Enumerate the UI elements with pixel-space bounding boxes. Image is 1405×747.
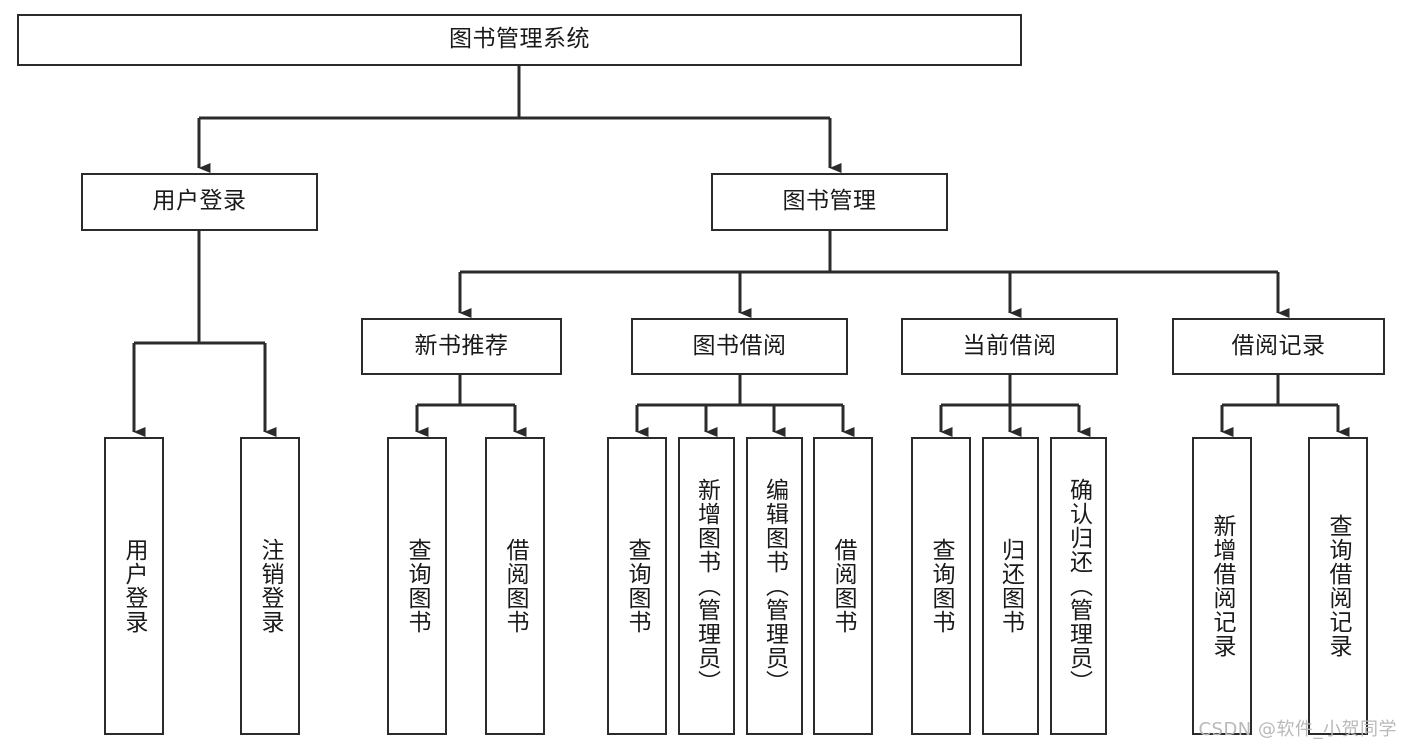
node-leaf-edit-book[interactable]: 编辑图书（管理员） [746,437,803,735]
node-leaf-user-login[interactable]: 用户登录 [104,437,164,735]
node-leaf-add-book[interactable]: 新增图书（管理员） [678,437,735,735]
node-book-borrow-label: 图书借阅 [692,332,787,359]
node-book-manage[interactable]: 图书管理 [711,173,948,231]
node-leaf-query-book-1-label: 查询图书 [404,538,431,634]
node-borrow-record-label: 借阅记录 [1231,332,1326,359]
node-current-borrow[interactable]: 当前借阅 [901,318,1118,375]
node-user-login[interactable]: 用户登录 [81,173,318,231]
node-leaf-borrow-book-1-label: 借阅图书 [502,538,529,634]
node-leaf-query-book-3[interactable]: 查询图书 [911,437,971,735]
node-leaf-add-record[interactable]: 新增借阅记录 [1192,437,1252,735]
node-leaf-query-book-1[interactable]: 查询图书 [387,437,447,735]
node-book-manage-label: 图书管理 [782,188,877,215]
node-leaf-borrow-book-1[interactable]: 借阅图书 [485,437,545,735]
node-leaf-return-book-label: 归还图书 [997,538,1024,634]
node-leaf-query-record[interactable]: 查询借阅记录 [1308,437,1368,735]
node-leaf-return-book[interactable]: 归还图书 [982,437,1039,735]
node-leaf-query-book-2-label: 查询图书 [624,538,651,634]
node-leaf-borrow-book-2-label: 借阅图书 [830,538,857,634]
node-leaf-confirm-return[interactable]: 确认归还（管理员） [1050,437,1107,735]
node-new-book-recommend-label: 新书推荐 [414,332,509,359]
node-borrow-record[interactable]: 借阅记录 [1172,318,1385,375]
node-new-book-recommend[interactable]: 新书推荐 [361,318,562,375]
node-leaf-confirm-return-label: 确认归还（管理员） [1065,478,1092,694]
node-leaf-add-record-label: 新增借阅记录 [1209,514,1236,658]
node-leaf-edit-book-label: 编辑图书（管理员） [761,478,788,694]
node-leaf-user-login-label: 用户登录 [121,538,148,634]
node-root-label: 图书管理系统 [449,26,590,53]
node-leaf-query-book-2[interactable]: 查询图书 [607,437,667,735]
node-leaf-borrow-book-2[interactable]: 借阅图书 [813,437,873,735]
node-leaf-query-book-3-label: 查询图书 [928,538,955,634]
node-user-login-label: 用户登录 [152,188,247,215]
node-current-borrow-label: 当前借阅 [962,332,1057,359]
node-leaf-add-book-label: 新增图书（管理员） [693,478,720,694]
csdn-watermark: CSDN @软件_小贺同学 [1198,719,1397,740]
node-leaf-logout[interactable]: 注销登录 [240,437,300,735]
node-leaf-logout-label: 注销登录 [257,538,284,634]
node-book-borrow[interactable]: 图书借阅 [631,318,848,375]
node-root[interactable]: 图书管理系统 [17,14,1022,66]
node-leaf-query-record-label: 查询借阅记录 [1325,514,1352,658]
